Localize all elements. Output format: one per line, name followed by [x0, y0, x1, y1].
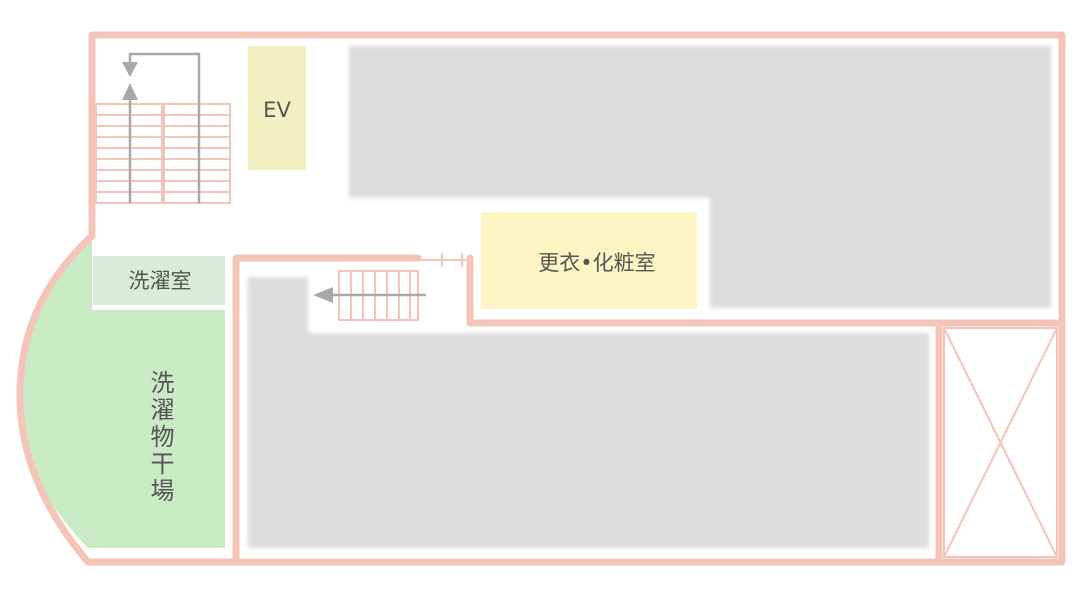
- main-staircase: [95, 103, 231, 204]
- interior-wall-dressing: [466, 254, 1066, 327]
- walls: [16, 31, 1066, 566]
- small-stair-arrow: [313, 287, 426, 303]
- unlabeled-area-bottom: [248, 277, 929, 548]
- drying-area-label: 洗濯物干場: [146, 370, 174, 505]
- laundry-room-label: 洗濯室: [129, 269, 192, 293]
- dressing-room-label: 更衣•化粧室: [538, 251, 655, 275]
- outer-wall: [16, 31, 1066, 566]
- unlabeled-area-top: [349, 46, 1051, 308]
- arrowhead-up: [122, 83, 138, 100]
- interior-wall-lower: [232, 254, 422, 566]
- shaft-void: [943, 327, 1058, 558]
- stair-direction-arrow: [128, 52, 201, 203]
- drying-area: [19, 236, 225, 548]
- arrowhead-down: [122, 62, 138, 77]
- laundry-room: [93, 256, 225, 305]
- elevator: [248, 46, 306, 170]
- elevator-label: EV: [263, 98, 291, 122]
- dressing-room: [481, 212, 697, 309]
